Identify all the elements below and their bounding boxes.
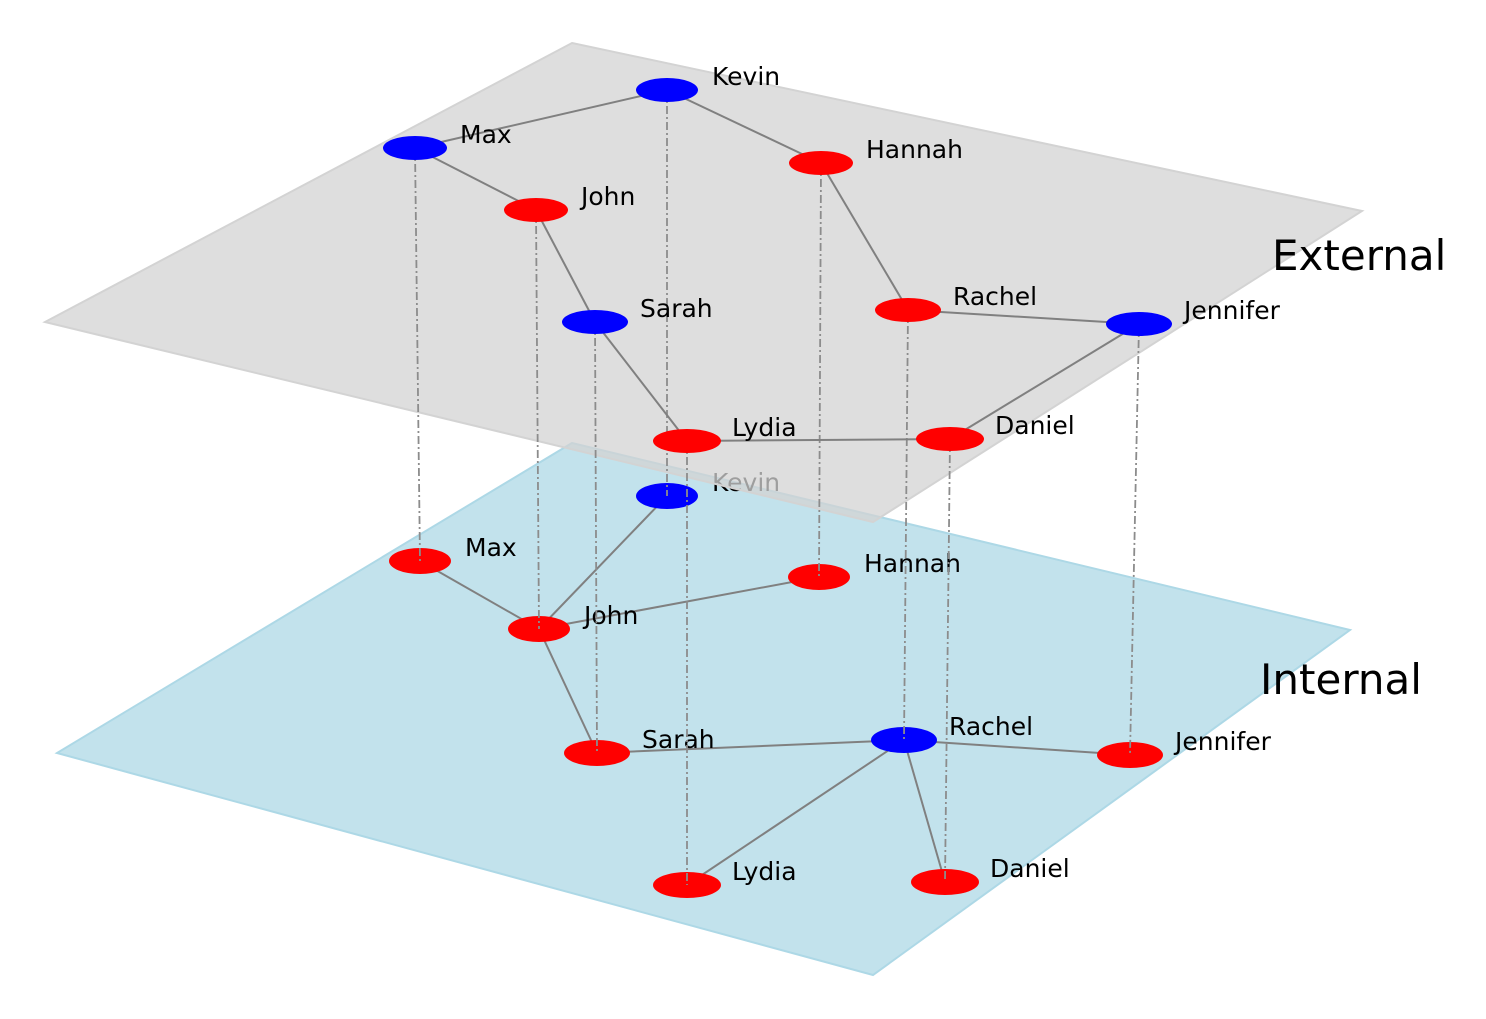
external-edge-daniel-jennifer — [949, 323, 1140, 440]
internal-edge-rachel-daniel — [903, 739, 946, 883]
interlayer-link-jennifer — [1129, 323, 1140, 756]
internal-edge-sarah-rachel — [596, 739, 905, 754]
interlayer-link-john — [535, 209, 540, 630]
interlayer-link-max — [414, 147, 421, 562]
external-node-label-kevin: Kevin — [712, 62, 780, 91]
external-node-label-max: Max — [460, 120, 512, 149]
external-node-label-sarah: Sarah — [640, 294, 713, 323]
external-layer-plane — [42, 41, 1365, 524]
external-node-max — [383, 136, 447, 160]
external-edge-max-kevin — [414, 89, 668, 149]
interlayer-link-hannah — [818, 162, 822, 578]
internal-node-label-rachel: Rachel — [949, 712, 1033, 741]
external-layer-label: External — [1272, 231, 1446, 280]
internal-layer-label: Internal — [1260, 655, 1422, 704]
internal-edge-max-john — [419, 560, 540, 630]
external-edge-max-john — [414, 147, 537, 211]
external-node-label-hannah: Hannah — [866, 135, 963, 164]
internal-node-jennifer — [1097, 742, 1163, 768]
external-node-label-daniel: Daniel — [995, 411, 1075, 440]
external-edge-hannah-rachel — [820, 162, 909, 311]
external-edge-lydia-daniel — [686, 438, 951, 442]
external-node-john — [504, 198, 568, 222]
internal-edge-rachel-lydia — [686, 739, 905, 886]
external-node-kevin — [636, 78, 698, 102]
interlayer-link-rachel — [903, 309, 909, 741]
internal-edge-rachel-jennifer — [903, 739, 1131, 756]
internal-node-label-john: John — [582, 601, 638, 630]
internal-node-label-daniel: Daniel — [990, 854, 1070, 883]
internal-edge-john-hannah — [538, 576, 820, 630]
internal-node-rachel — [871, 727, 937, 753]
external-node-lydia — [653, 429, 721, 453]
external-edge-sarah-lydia — [594, 321, 688, 442]
internal-node-sarah — [564, 740, 630, 766]
external-node-label-rachel: Rachel — [953, 282, 1037, 311]
internal-node-label-hannah: Hannah — [864, 549, 961, 578]
external-edge-john-sarah — [535, 209, 596, 323]
internal-node-label-max: Max — [465, 533, 517, 562]
internal-node-hannah — [788, 564, 850, 590]
internal-node-label-lydia: Lydia — [732, 857, 797, 886]
internal-node-max — [389, 548, 451, 574]
internal-edge-john-sarah — [538, 628, 598, 754]
external-node-label-lydia: Lydia — [732, 413, 797, 442]
external-node-rachel — [875, 298, 941, 322]
external-node-hannah — [789, 151, 853, 175]
external-edge-kevin-hannah — [666, 89, 822, 164]
external-node-label-john: John — [579, 182, 635, 211]
external-node-sarah — [562, 310, 628, 334]
external-node-daniel — [916, 427, 984, 451]
internal-layer-plane — [54, 441, 1353, 977]
external-node-jennifer — [1106, 312, 1172, 336]
internal-edge-john-kevin — [538, 495, 668, 630]
interlayer-link-sarah — [594, 321, 598, 754]
internal-node-label-sarah: Sarah — [642, 725, 715, 754]
external-node-label-jennifer: Jennifer — [1182, 296, 1281, 325]
internal-node-label-jennifer: Jennifer — [1173, 727, 1272, 756]
interlayer-link-daniel — [944, 438, 951, 883]
external-edge-rachel-jennifer — [907, 309, 1140, 325]
